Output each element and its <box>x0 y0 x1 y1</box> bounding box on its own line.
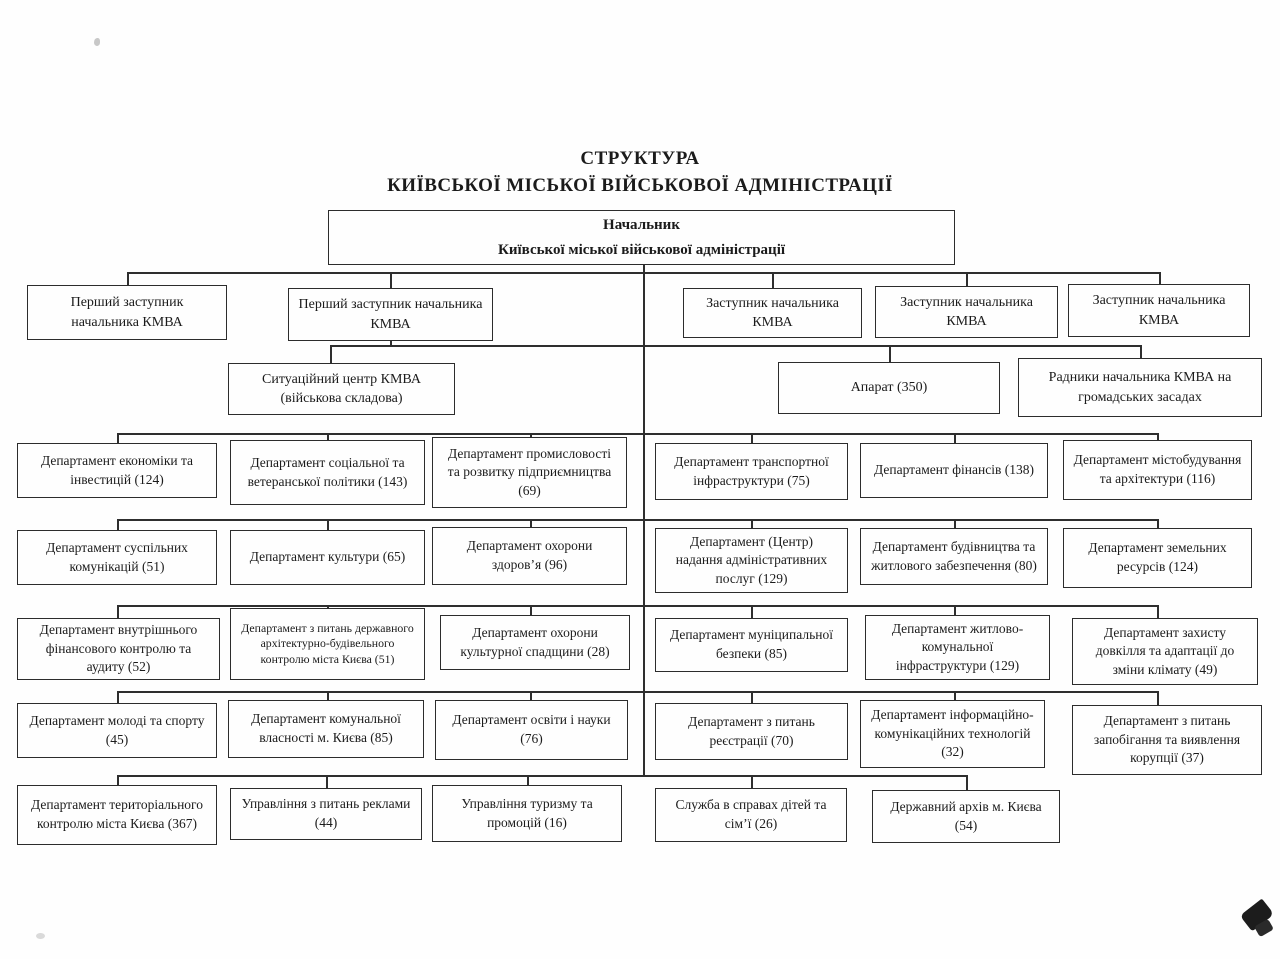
drop <box>954 605 956 619</box>
drop <box>327 519 329 534</box>
drop <box>1140 345 1142 363</box>
drop <box>751 775 753 792</box>
drop <box>751 433 753 447</box>
org-node-apparatus: Апарат (350) <box>778 362 1000 414</box>
head-title: Начальник <box>603 216 680 233</box>
org-node-office-advertising: Управління з питань реклами (44) <box>230 788 422 840</box>
org-node-dept-transport-infrastructure: Департамент транспортної інфраструктури … <box>655 443 848 500</box>
org-node-dept-admin-services-center: Департамент (Центр) надання адміністрати… <box>655 528 848 593</box>
drop <box>390 272 392 294</box>
org-node-dept-internal-financial-control: Департамент внутрішнього фінансового кон… <box>17 618 220 680</box>
title-line-1: СТРУКТУРА <box>580 148 700 169</box>
org-node-dept-ict: Департамент інформаційно-комунікаційних … <box>860 700 1045 768</box>
drop <box>1157 691 1159 709</box>
row3-bus <box>117 605 1158 607</box>
drop <box>1157 519 1159 532</box>
org-node-dept-communal-property: Департамент комунальної власності м. Киє… <box>228 700 424 758</box>
org-node-deputy-3: Заступник начальника КМВА <box>1068 284 1250 337</box>
org-node-dept-finance: Департамент фінансів (138) <box>860 443 1048 498</box>
org-node-dept-culture: Департамент культури (65) <box>230 530 425 585</box>
drop <box>530 691 532 704</box>
drop <box>117 519 119 534</box>
drop <box>889 345 891 367</box>
drop <box>772 272 774 294</box>
drop <box>954 519 956 532</box>
drop <box>751 519 753 532</box>
drop <box>954 433 956 447</box>
row1-bus <box>117 433 1158 435</box>
level2-bus <box>330 345 1141 347</box>
org-node-dept-architectural-construction-control: Департамент з питань державного архітект… <box>230 608 425 680</box>
scan-mark-bottom-left <box>36 933 45 939</box>
org-node-dept-environment-climate: Департамент захисту довкілля та адаптаці… <box>1072 618 1258 685</box>
drop <box>751 691 753 707</box>
row5-bus <box>117 775 967 777</box>
org-node-dept-housing-communal-infrastructure: Департамент житлово-комунальної інфрастр… <box>865 615 1050 680</box>
org-node-advisors: Радники начальника КМВА на громадських з… <box>1018 358 1262 417</box>
org-node-dept-social-veterans-policy: Департамент соціальної та ветеранської п… <box>230 440 425 505</box>
org-node-dept-urban-planning-architecture: Департамент містобудування та архітектур… <box>1063 440 1252 500</box>
org-node-deputy-1: Заступник начальника КМВА <box>683 288 862 338</box>
org-node-state-archive-kyiv: Державний архів м. Києва (54) <box>872 790 1060 843</box>
drop <box>117 605 119 622</box>
org-node-dept-cultural-heritage: Департамент охорони культурної спадщини … <box>440 615 630 670</box>
drop <box>1157 605 1159 622</box>
org-node-service-children-family: Служба в справах дітей та сім’ї (26) <box>655 788 847 842</box>
org-node-dept-economy-investments: Департамент економіки та інвестицій (124… <box>17 443 217 498</box>
org-node-first-deputy-1: Перший заступник начальника КМВА <box>27 285 227 340</box>
org-node-dept-municipal-security: Департамент муніципальної безпеки (85) <box>655 618 848 672</box>
org-node-office-tourism-promotion: Управління туризму та промоцій (16) <box>432 785 622 842</box>
deputies-bus <box>127 272 1160 274</box>
drop <box>326 775 328 792</box>
head-subtitle: Київської міської військової адміністрац… <box>497 241 786 258</box>
org-node-dept-anticorruption: Департамент з питань запобігання та вияв… <box>1072 705 1262 775</box>
drop <box>530 519 532 531</box>
drop <box>1159 272 1161 290</box>
drop <box>966 775 968 794</box>
drop <box>751 605 753 622</box>
org-node-dept-territorial-control: Департамент територіального контролю міс… <box>17 785 217 845</box>
drop <box>390 341 392 347</box>
org-node-dept-construction-housing: Департамент будівництва та житлового заб… <box>860 528 1048 585</box>
drop <box>117 433 119 447</box>
drop <box>330 345 332 368</box>
drop <box>966 272 968 292</box>
drop <box>117 775 119 789</box>
org-node-dept-youth-sports: Департамент молоді та спорту (45) <box>17 703 217 758</box>
org-node-dept-land-resources: Департамент земельних ресурсів (124) <box>1063 528 1252 588</box>
org-node-situation-center: Ситуаційний центр КМВА (військова складо… <box>228 363 455 415</box>
drop <box>117 691 119 707</box>
org-node-head: Начальник Київської міської військової а… <box>328 210 955 265</box>
row2-bus <box>117 519 1158 521</box>
drop <box>530 605 532 619</box>
row4-bus <box>117 691 1158 693</box>
document-title: СТРУКТУРА КИЇВСЬКОЇ МІСЬКОЇ ВІЙСЬКОВОЇ А… <box>0 148 1280 197</box>
drop <box>1157 433 1159 445</box>
org-node-dept-industry-entrepreneurship: Департамент промисловості та розвитку пі… <box>432 437 627 508</box>
drop <box>327 691 329 704</box>
org-node-deputy-2: Заступник начальника КМВА <box>875 286 1058 338</box>
scan-mark-top-left <box>94 38 100 46</box>
drop <box>327 433 329 445</box>
org-node-dept-public-communications: Департамент суспільних комунікацій (51) <box>17 530 217 585</box>
org-node-dept-education-science: Департамент освіти і науки (76) <box>435 700 628 760</box>
org-node-first-deputy-2: Перший заступник начальника КМВА <box>288 288 493 341</box>
org-node-dept-healthcare: Департамент охорони здоров’я (96) <box>432 527 627 585</box>
drop <box>127 272 129 292</box>
drop <box>954 691 956 704</box>
title-line-2: КИЇВСЬКОЇ МІСЬКОЇ ВІЙСЬКОВОЇ АДМІНІСТРАЦ… <box>387 175 893 196</box>
org-node-dept-registration: Департамент з питань реєстрації (70) <box>655 703 848 760</box>
drop <box>527 775 529 789</box>
